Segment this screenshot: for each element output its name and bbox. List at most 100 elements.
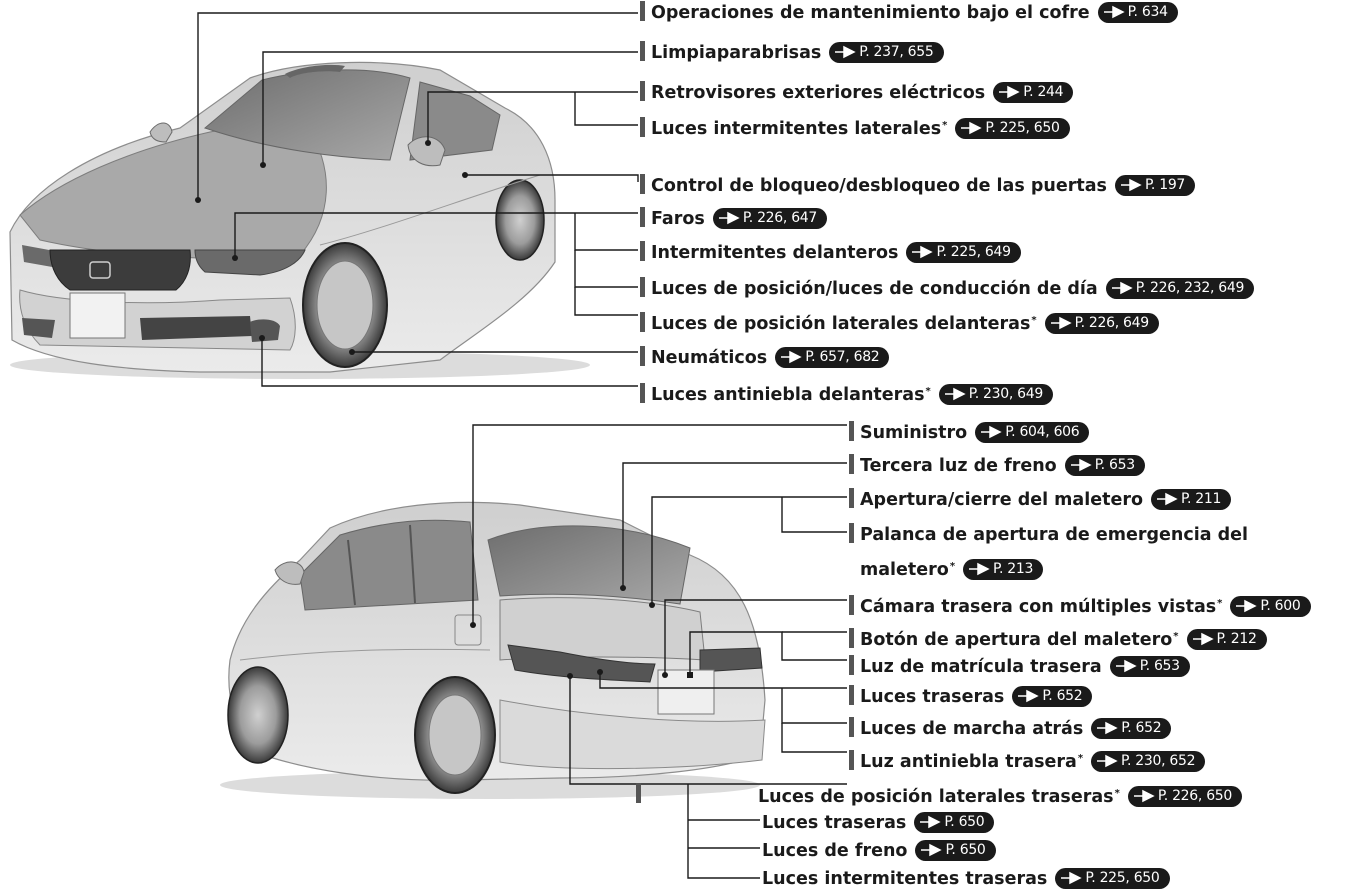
label-tick (849, 655, 854, 675)
right-arrow-icon (718, 211, 740, 225)
leader-suministro (472, 424, 847, 625)
optional-asterisk: * (949, 561, 956, 572)
page-reference[interactable]: P. 226, 232, 649 (1105, 277, 1255, 299)
label-control-bloqueo: Control de bloqueo/desbloqueo de las pue… (640, 173, 1196, 199)
label-text: Neumáticos (651, 348, 768, 368)
dot-boton (687, 672, 693, 678)
dot-antiniebla (259, 335, 265, 341)
label-text: Luces intermitentes traseras (762, 869, 1048, 889)
dot-control (462, 172, 468, 178)
dot-retro (425, 140, 431, 146)
page-reference[interactable]: P. 237, 655 (829, 41, 944, 63)
page-number: P. 244 (1023, 83, 1064, 100)
page-reference[interactable]: P. 652 (1012, 685, 1093, 707)
label-tick (849, 454, 854, 474)
page-reference[interactable]: P. 650 (915, 839, 996, 861)
page-reference[interactable]: P. 212 (1186, 628, 1267, 650)
label-text: maletero (860, 560, 949, 580)
page-number: P. 226, 649 (1074, 314, 1150, 331)
page-reference[interactable]: P. 226, 649 (1044, 312, 1159, 334)
dot-operaciones (195, 197, 201, 203)
label-boton-maletero: Botón de apertura del maletero*P. 212 (849, 624, 1267, 650)
page-reference[interactable]: P. 657, 682 (775, 346, 890, 368)
dot-faros (232, 255, 238, 261)
page-reference[interactable]: P. 653 (1064, 454, 1145, 476)
page-reference[interactable]: P. 226, 650 (1127, 785, 1243, 807)
leader-antiniebla (261, 338, 638, 387)
label-text: Retrovisores exteriores eléctricos (651, 83, 986, 103)
leader-palanca (781, 497, 847, 533)
page-reference[interactable]: P. 225, 649 (906, 241, 1021, 263)
label-tick (849, 628, 854, 648)
right-arrow-icon (1097, 721, 1118, 735)
label-text: Tercera luz de freno (860, 456, 1057, 476)
page-reference[interactable]: P. 225, 650 (1055, 867, 1170, 889)
label-text: Luz de matrícula trasera (860, 657, 1102, 677)
label-antiniebla-delanteras: Luces antiniebla delanteras* P. 230, 649 (640, 379, 1053, 405)
right-arrow-icon (944, 387, 966, 401)
leader-lines-bottom (472, 424, 847, 879)
page-number: P. 653 (1094, 456, 1135, 473)
page-reference[interactable]: P. 653 (1109, 655, 1190, 677)
optional-asterisk: * (1077, 753, 1084, 764)
dot-poslat-tras (567, 673, 573, 679)
page-number: P. 211 (1180, 490, 1222, 507)
page-number: P. 634 (1127, 3, 1168, 20)
right-arrow-icon (1111, 281, 1133, 295)
page-number: P. 225, 649 (936, 243, 1011, 260)
label-tick (640, 1, 645, 21)
right-arrow-icon (1156, 492, 1178, 506)
dot-suministro (470, 622, 476, 628)
label-operaciones: Operaciones de mantenimiento bajo el cof… (640, 0, 1178, 26)
page-number: P. 212 (1216, 630, 1257, 647)
leader-marcha (781, 688, 847, 724)
leader-camara (664, 599, 847, 675)
page-number: P. 197 (1144, 176, 1186, 193)
label-text: Control de bloqueo/desbloqueo de las pue… (651, 176, 1107, 196)
page-reference[interactable]: P. 604, 606 (975, 421, 1090, 443)
optional-asterisk: * (1173, 631, 1179, 642)
label-text: Luces antiniebla delanteras (651, 385, 925, 405)
page-reference[interactable]: P. 211 (1150, 488, 1232, 510)
page-reference[interactable]: P. 634 (1097, 1, 1178, 23)
leader-posdia (574, 250, 638, 288)
page-reference[interactable]: P. 230, 652 (1091, 750, 1206, 772)
page-number: P. 230, 652 (1121, 752, 1196, 769)
label-posicion-laterales-delanteras: Luces de posición laterales delanteras*P… (640, 308, 1159, 334)
dot-limpia (260, 162, 266, 168)
optional-asterisk: * (925, 386, 931, 397)
page-reference[interactable]: P. 213 (963, 558, 1044, 580)
page-reference[interactable]: P. 650 (914, 811, 995, 833)
label-camara: Cámara trasera con múltiples vistas*P. 6… (849, 591, 1311, 617)
label-tick (640, 174, 645, 194)
page-number: P. 226, 647 (742, 209, 818, 226)
page-reference[interactable]: P. 225, 650 (955, 117, 1070, 139)
right-arrow-icon (1192, 632, 1214, 646)
label-palanca-emergencia: Palanca de apertura de emergencia del (849, 522, 1248, 548)
right-arrow-icon (781, 350, 802, 364)
page-reference[interactable]: P. 197 (1114, 174, 1196, 196)
label-text: Palanca de apertura de emergencia del (860, 525, 1248, 545)
dot-neumaticos (349, 349, 355, 355)
right-arrow-icon (835, 45, 856, 59)
dot-tercera (620, 585, 626, 591)
page-reference[interactable]: P. 600 (1230, 595, 1311, 617)
label-text: Luces intermitentes laterales (651, 119, 942, 139)
leader-dots-bottom (470, 585, 693, 679)
label-text: Faros (651, 209, 705, 229)
page-reference[interactable]: P. 226, 647 (712, 207, 828, 229)
page-reference[interactable]: P. 244 (993, 81, 1074, 103)
page-reference[interactable]: P. 652 (1091, 717, 1172, 739)
page-number: P. 604, 606 (1005, 423, 1080, 440)
label-text: Suministro (860, 423, 968, 443)
leader-retro (427, 91, 638, 143)
page-reference[interactable]: P. 230, 649 (938, 383, 1053, 405)
leader-bracket (687, 784, 760, 879)
page-number: P. 226, 650 (1157, 787, 1233, 804)
